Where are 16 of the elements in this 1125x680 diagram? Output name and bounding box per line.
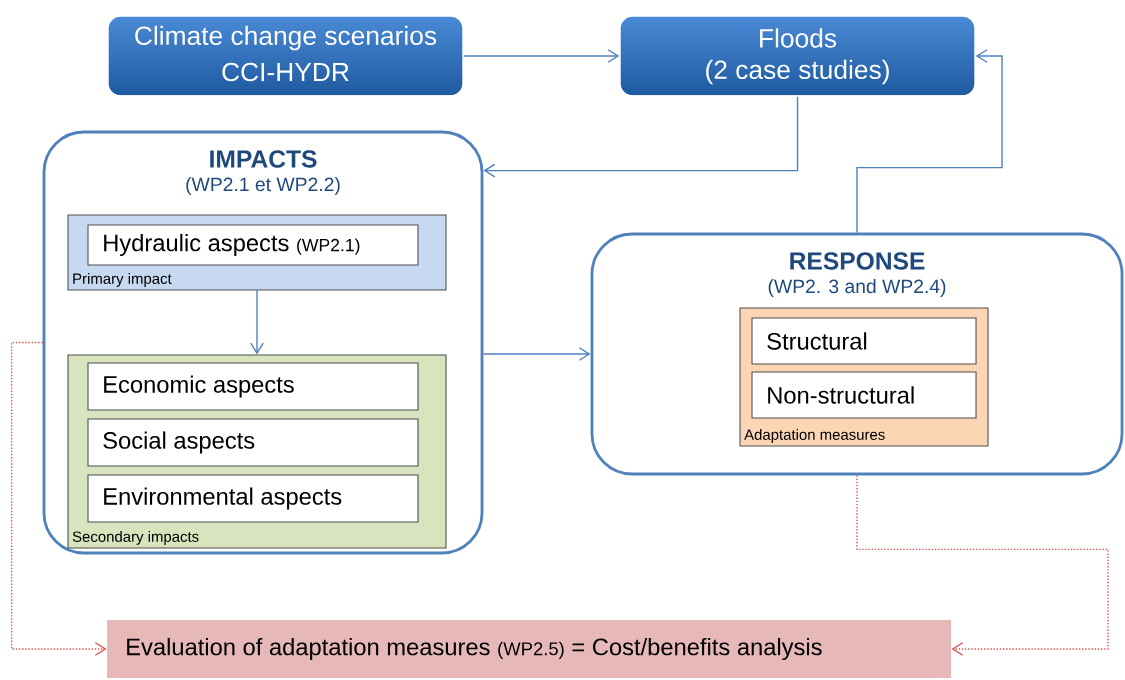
arrow xyxy=(10,341,107,656)
item-box: Social aspects xyxy=(87,418,419,467)
arrow xyxy=(250,289,264,355)
item-box: Non-structural xyxy=(751,371,977,419)
item-box: Structural xyxy=(751,317,977,365)
item-box: Environmental aspects xyxy=(87,474,419,523)
process-box: Floods (2 case studies) xyxy=(619,15,976,97)
arrow xyxy=(463,49,620,63)
item-box: Hydraulic aspects (WP2.1) xyxy=(87,224,419,266)
arrow xyxy=(856,474,1109,656)
arrow xyxy=(483,96,799,178)
result-box: Evaluation of adaptation measures (WP2.5) = Cost/benefits analysis xyxy=(107,620,951,678)
arrow xyxy=(482,347,591,361)
arrow xyxy=(856,49,1003,234)
process-box: Climate change scenarios CCI-HYDR xyxy=(107,15,464,97)
item-box: Economic aspects xyxy=(87,362,419,411)
